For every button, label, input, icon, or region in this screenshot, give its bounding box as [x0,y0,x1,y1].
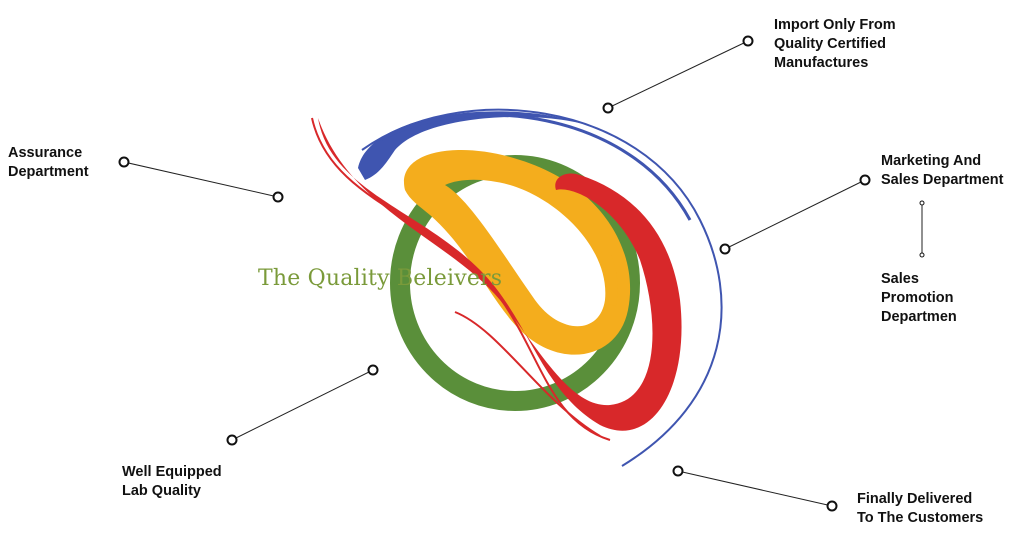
logo-text: The Quality Beleivers [258,266,503,291]
node-marketing-inner [719,243,731,255]
label-line: Sales Department [881,172,1004,188]
node-assurance-outer [118,156,130,168]
label-import-only: Import Only From Quality Certified Manuf… [774,16,896,73]
label-line: Assurance [8,145,83,161]
node-import-outer [742,35,754,47]
label-line: Well Equipped [122,464,222,480]
node-delivered-inner [672,465,684,477]
label-line: Quality Certified [774,36,886,52]
label-line: Lab Quality [122,483,201,499]
node-delivered-outer [826,500,838,512]
red-swoosh [311,117,682,441]
label-marketing-sales: Marketing And Sales Department [881,152,1004,190]
node-assurance-inner [272,191,284,203]
label-line: Departmen [881,309,957,325]
label-line: Manufactures [774,55,869,71]
node-marketing-outer [859,174,871,186]
node-lab-outer [226,434,238,446]
connector-nodes [118,35,871,512]
label-line: Sales [881,271,919,287]
label-sales-promotion: Sales Promotion Departmen [881,270,957,327]
blue-swoosh [358,108,723,467]
yellow-loop [403,150,631,355]
node-lab-inner [367,364,379,376]
label-line: Promotion [881,290,954,306]
connector-lines [123,40,923,507]
label-line: Department [8,164,89,180]
node-import-inner [602,102,614,114]
label-lab-quality: Well Equipped Lab Quality [122,463,222,501]
label-finally-delivered: Finally Delivered To The Customers [857,490,983,528]
label-line: Finally Delivered [857,491,973,507]
label-line: Marketing And [881,153,982,169]
sales-connector-nodes [919,200,925,258]
label-assurance-department: Assurance Department [8,144,89,182]
label-line: To The Customers [857,510,984,526]
label-line: Import Only From [774,17,896,33]
